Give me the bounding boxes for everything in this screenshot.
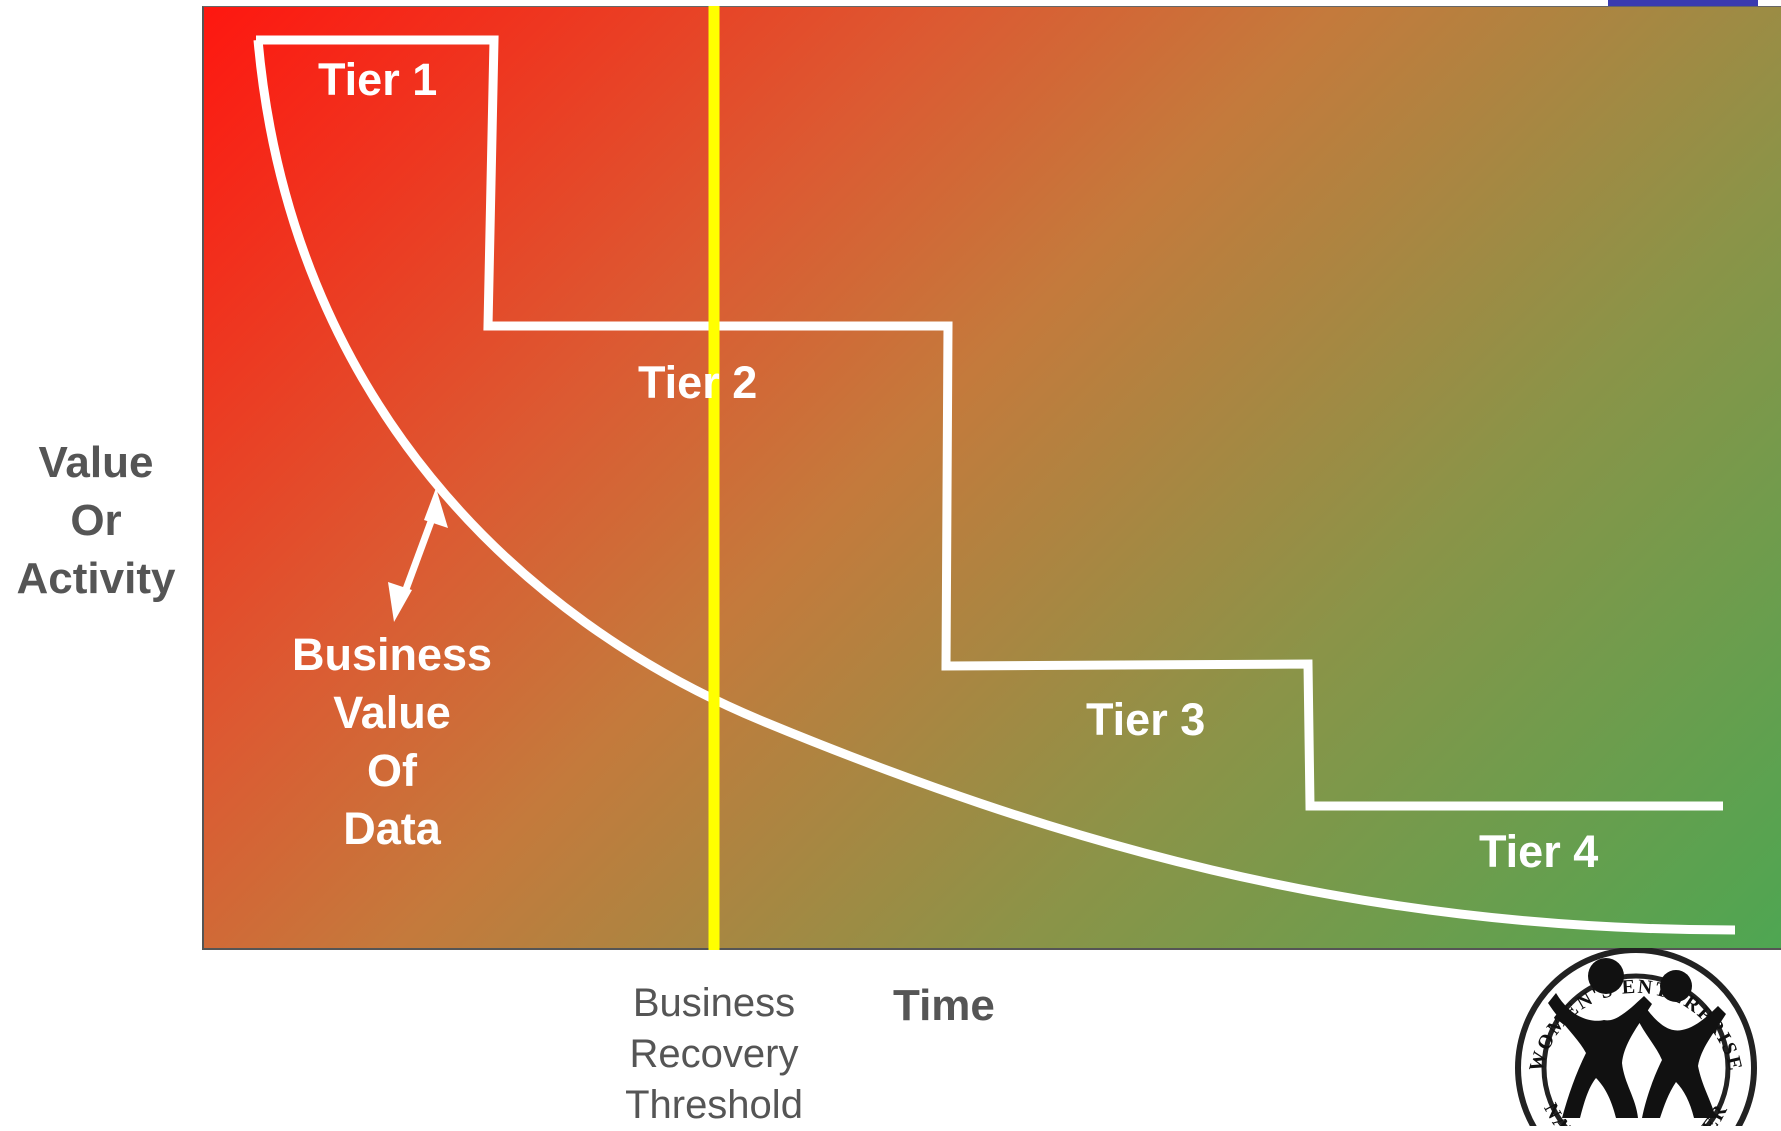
- diagram-plot-area: [202, 6, 1781, 950]
- tier-step-line: [256, 35, 1723, 811]
- business-value-line: Business: [291, 629, 493, 680]
- threshold-label-line: Business: [632, 981, 796, 1025]
- tier-1-label: Tier 1: [318, 54, 438, 105]
- tier-2-label: Tier 2: [638, 357, 758, 408]
- y-axis-label-line: Activity: [16, 554, 176, 603]
- y-axis-label-line: Value: [38, 438, 154, 487]
- recovery-threshold-label: Business Recovery Threshold: [604, 978, 824, 1131]
- tier-3-label: Tier 3: [1086, 694, 1206, 745]
- two-figures-celebrating-icon: [1548, 958, 1726, 1118]
- tier-4-label: Tier 4: [1479, 826, 1599, 877]
- double-arrow-icon: [388, 488, 448, 622]
- business-value-line: Of: [367, 745, 417, 796]
- threshold-label-line: Threshold: [625, 1083, 803, 1127]
- threshold-label-line: Recovery: [629, 1032, 799, 1076]
- business-value-line: Value: [333, 687, 451, 738]
- y-axis-label-line: Or: [70, 496, 122, 545]
- business-value-label: Business Value Of Data: [272, 626, 512, 858]
- womens-enterprise-logo: WOMEN'S ENTERPRISE NATIONAL MEMBER: [1515, 948, 1757, 1126]
- x-axis-label: Time: [893, 981, 995, 1030]
- y-axis-label: Value Or Activity: [0, 434, 192, 608]
- business-value-curve: [253, 39, 1736, 935]
- corner-mark: [1608, 0, 1758, 8]
- business-value-line: Data: [343, 803, 441, 854]
